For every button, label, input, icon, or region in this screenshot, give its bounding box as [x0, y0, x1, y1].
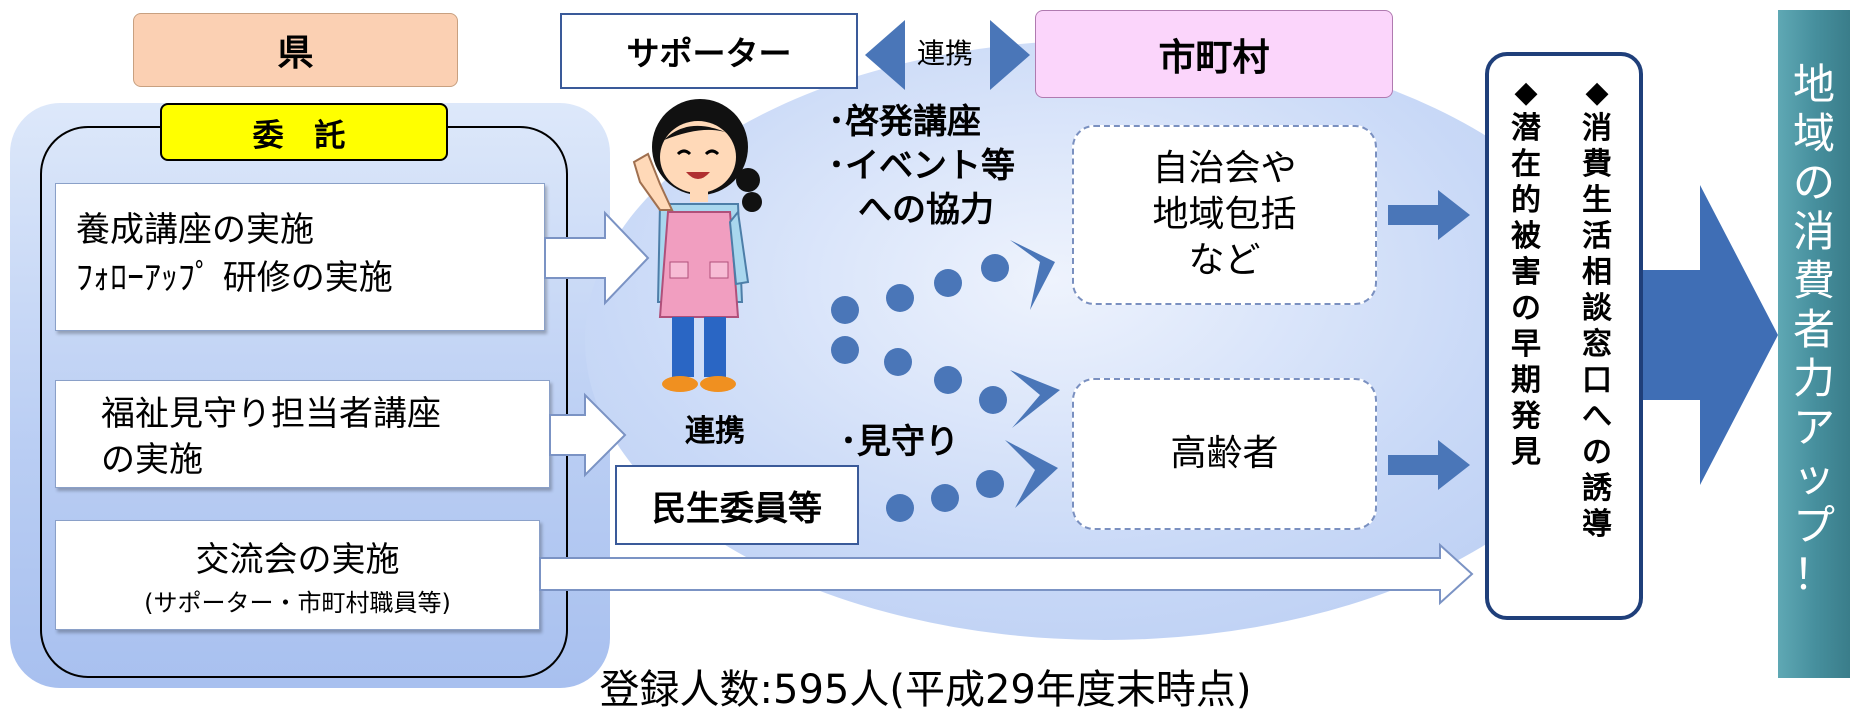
welfare-line-2: の実施 [101, 440, 203, 480]
activity-lecture: ･啓発講座 [828, 102, 981, 142]
outcome-consultation-char: 生 [1582, 183, 1612, 218]
outcome-early-detection-char: 的 [1511, 183, 1541, 218]
result-char: プ [1792, 501, 1835, 550]
outcome-early-detection-char: 潜 [1511, 111, 1541, 146]
outcome-consultation-char: 費 [1582, 147, 1612, 182]
activity-watch: ･見守り [840, 422, 959, 462]
exchange-title: 交流会の実施 [195, 540, 400, 580]
outcome-early-detection-column: ◆潜在的被害の早期発見 [1502, 75, 1550, 471]
result-char: 者 [1792, 305, 1835, 354]
arrow-elderly-to-outcomes [1388, 440, 1470, 490]
link-label: 連携 [916, 37, 973, 70]
training-box: 養成講座の実施 ﾌｫﾛｰｱｯﾌﾟ 研修の実施 [55, 183, 545, 331]
outcome-consultation-char: 活 [1582, 219, 1612, 254]
community-line-2: 地域包括 [1152, 194, 1297, 235]
training-line-2: ﾌｫﾛｰｱｯﾌﾟ 研修の実施 [76, 258, 393, 298]
result-char: 域 [1792, 109, 1835, 158]
community-line-3: など [1188, 240, 1261, 281]
arrow-link-supporter-municipality [865, 20, 1030, 90]
result-char: ッ [1792, 452, 1835, 501]
outcome-consultation-char: の [1582, 435, 1612, 470]
commission-header: 委 託 [160, 103, 448, 161]
arrow-welfare-to-supporter [549, 392, 627, 478]
outcome-consultation-char: 談 [1582, 291, 1612, 326]
community-box: 自治会や 地域包括 など [1072, 125, 1377, 305]
welfare-line-1: 福祉見守り担当者講座 [101, 394, 441, 434]
outcome-consultation-char: 窓 [1582, 327, 1612, 362]
supporter-person-icon [632, 99, 762, 392]
outcome-early-detection-char: 期 [1511, 363, 1541, 398]
exchange-box: 交流会の実施 (サポーター・市町村職員等) [55, 520, 540, 630]
outcome-early-detection-char: の [1511, 291, 1541, 326]
exchange-subtitle: (サポーター・市町村職員等) [144, 589, 451, 617]
training-line-1: 養成講座の実施 [76, 210, 314, 250]
outcome-consultation-char: 誘 [1582, 471, 1612, 506]
result-char: 費 [1792, 256, 1835, 305]
outcome-early-detection-char: 発 [1511, 399, 1541, 434]
outcome-early-detection-char: ◆ [1514, 75, 1538, 110]
supporter-box: サポーター [560, 13, 858, 89]
welfare-box: 福祉見守り担当者講座 の実施 [55, 380, 550, 488]
prefecture-header: 県 [133, 13, 458, 87]
arrow-training-to-supporter [544, 210, 650, 306]
outcome-consultation-column: ◆消費生活相談窓口への誘導 [1573, 75, 1621, 543]
outcome-early-detection-char: 見 [1511, 435, 1541, 470]
arrow-outcomes-to-result [1640, 185, 1778, 485]
result-char: 地 [1792, 60, 1835, 109]
arrow-community-to-outcomes [1388, 190, 1470, 240]
outcome-consultation-char: 口 [1582, 363, 1612, 398]
community-line-1: 自治会や [1152, 148, 1297, 189]
outcome-early-detection-char: 害 [1511, 255, 1541, 290]
arrow-exchange-to-outcomes [539, 542, 1474, 606]
result-char: 力 [1792, 354, 1835, 403]
municipality-header: 市町村 [1035, 10, 1393, 98]
outcome-early-detection-char: 被 [1511, 219, 1541, 254]
dots-upper [831, 240, 1055, 324]
outcome-consultation-char: 消 [1582, 111, 1612, 146]
outcome-consultation-char: ◆ [1585, 75, 1609, 110]
outcome-consultation-char: 導 [1582, 507, 1612, 542]
outcome-consultation-char: へ [1582, 399, 1612, 434]
result-char: 消 [1792, 207, 1835, 256]
result-char: の [1792, 158, 1835, 207]
dots-middle [831, 336, 1060, 428]
outcome-consultation-char: 相 [1582, 255, 1612, 290]
supporter-link-label: 連携 [685, 414, 745, 449]
welfare-commissioner-box: 民生委員等 [615, 465, 859, 545]
activity-event: ･イベント等 [828, 146, 1015, 186]
result-char: ア [1792, 403, 1835, 452]
elderly-box: 高齢者 [1072, 378, 1377, 530]
result-banner: 地域の消費者力アップ！ [1778, 10, 1850, 678]
outcomes-box [1485, 52, 1643, 620]
activity-cooperation: への協力 [858, 190, 994, 230]
outcome-early-detection-char: 早 [1511, 327, 1541, 362]
registration-count: 登録人数:595人(平成29年度末時点) [599, 667, 1252, 713]
outcome-early-detection-char: 在 [1511, 147, 1541, 182]
result-char: ！ [1792, 550, 1835, 599]
dots-lower [886, 440, 1058, 522]
